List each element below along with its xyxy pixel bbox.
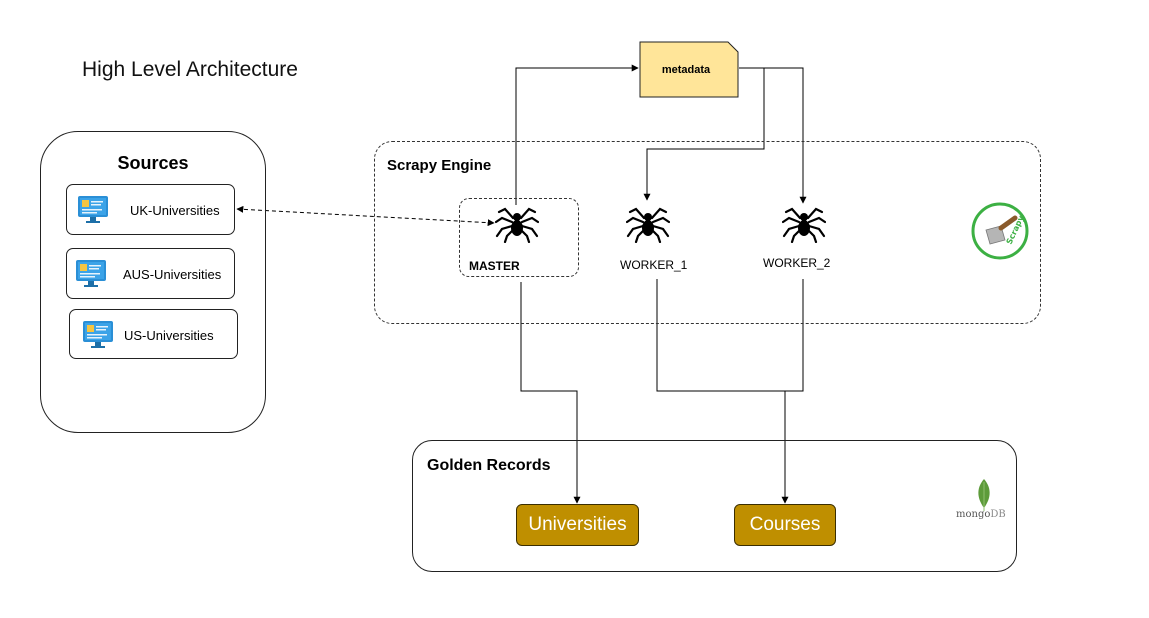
source-master-dashed-connector — [236, 205, 495, 227]
mongodb-word-prefix: mongo — [956, 509, 991, 520]
master-label: MASTER — [469, 259, 520, 273]
metadata-document-shape[interactable] — [639, 41, 739, 98]
monitor-icon — [83, 321, 113, 348]
worker1-spider-icon — [626, 207, 670, 243]
metadata-to-worker2-connector — [764, 67, 807, 204]
source-card-us[interactable]: US-Universities — [69, 309, 238, 359]
source-card-aus[interactable]: AUS-Universities — [66, 248, 235, 299]
worker1-label: WORKER_1 — [620, 258, 688, 272]
source-card-uk[interactable]: UK-Universities — [66, 184, 235, 235]
worker2-to-courses-connector — [781, 279, 804, 504]
monitor-icon — [76, 260, 106, 287]
scrapy-engine-container — [374, 141, 1041, 324]
source-label-us: US-Universities — [124, 328, 214, 343]
page-title: High Level Architecture — [82, 58, 298, 81]
metadata-to-worker1-connector — [643, 67, 765, 201]
metadata-label: metadata — [661, 64, 711, 76]
worker2-label: WORKER_2 — [763, 256, 831, 270]
universities-record-button[interactable]: Universities — [516, 504, 639, 546]
golden-records-container — [412, 440, 1017, 572]
sources-container — [40, 131, 266, 433]
worker1-to-courses-connector — [656, 279, 785, 392]
courses-record-button[interactable]: Courses — [734, 504, 836, 546]
source-label-uk: UK-Universities — [130, 203, 220, 218]
worker2-spider-icon — [782, 207, 826, 243]
source-label-aus: AUS-Universities — [123, 267, 222, 282]
master-spider-icon — [495, 207, 539, 243]
master-to-universities-connector — [520, 282, 581, 504]
mongodb-leaf-icon — [978, 479, 990, 511]
monitor-icon — [78, 196, 108, 223]
master-to-metadata-connector — [515, 64, 639, 205]
scrapy-logo-icon: Scrapy — [971, 202, 1029, 260]
sources-title: Sources — [117, 153, 189, 173]
mongodb-wordmark: mongoDB — [956, 509, 1006, 520]
golden-records-title: Golden Records — [427, 457, 551, 474]
scrapy-engine-title: Scrapy Engine — [387, 157, 492, 174]
mongodb-word-suffix: DB — [990, 509, 1006, 520]
master-container[interactable] — [459, 198, 579, 277]
